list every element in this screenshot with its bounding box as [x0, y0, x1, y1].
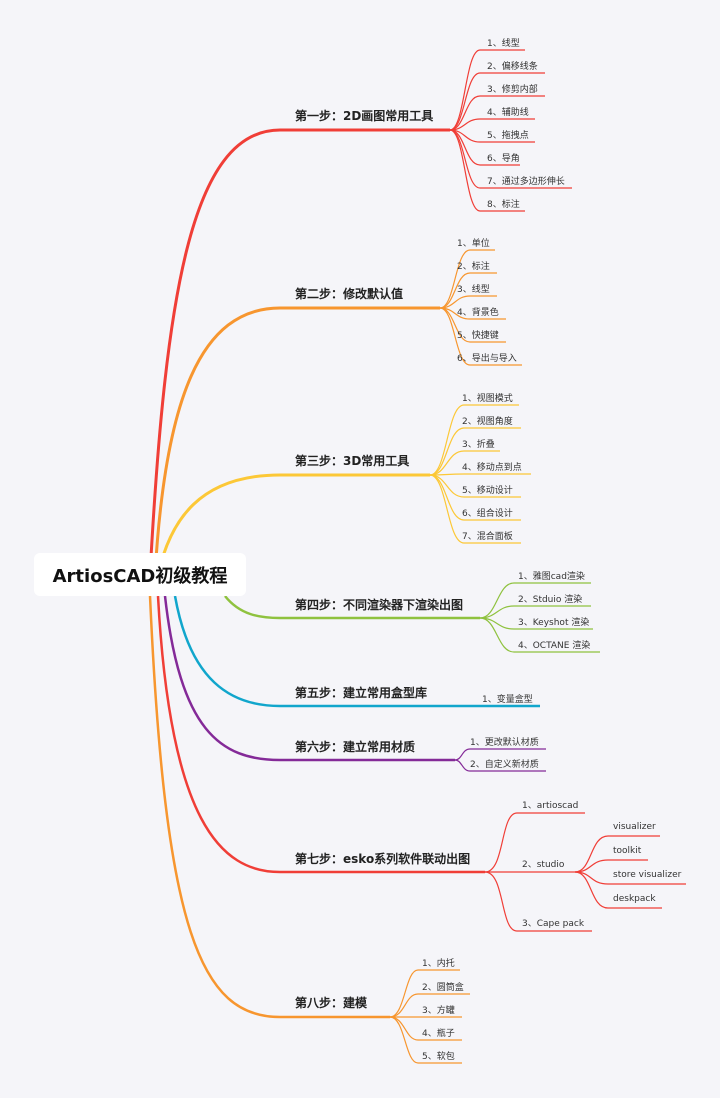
leaf-step8-2[interactable]: 2、圆筒盒	[422, 983, 464, 993]
leaf-step1-7[interactable]: 7、通过多边形伸长	[487, 177, 565, 187]
leaf-step8-3[interactable]: 3、方罐	[422, 1006, 455, 1016]
leaf-step2-2[interactable]: 2、标注	[457, 262, 490, 272]
leaf-studio-1[interactable]: visualizer	[613, 822, 656, 832]
leaf-step2-4[interactable]: 4、背景色	[457, 308, 499, 318]
topic-step-5[interactable]: 第五步：建立常用盒型库	[295, 686, 428, 700]
topic-step-2[interactable]: 第二步：修改默认值	[295, 287, 404, 301]
leaf-step6-2[interactable]: 2、自定义新材质	[470, 760, 539, 770]
topic-step-4[interactable]: 第四步：不同渲染器下渲染出图	[295, 598, 464, 612]
leaf-step4-2[interactable]: 2、Stduio 渲染	[518, 595, 583, 605]
leaf-step5-1[interactable]: 1、变量盒型	[482, 695, 533, 705]
leaf-studio-2[interactable]: toolkit	[613, 846, 642, 856]
leaf-step1-2[interactable]: 2、偏移线条	[487, 62, 538, 72]
leaf-step6-1[interactable]: 1、更改默认材质	[470, 738, 539, 748]
leaf-studio-4[interactable]: deskpack	[613, 894, 656, 904]
leaf-step4-3[interactable]: 3、Keyshot 渲染	[518, 618, 590, 628]
topic-step-3[interactable]: 第三步：3D常用工具	[295, 454, 410, 468]
topic-step-8[interactable]: 第八步：建模	[295, 996, 368, 1010]
leaf-step7-2[interactable]: 2、studio	[522, 860, 565, 870]
leaf-step7-3[interactable]: 3、Cape pack	[522, 919, 585, 929]
leaf-step1-4[interactable]: 4、辅助线	[487, 108, 529, 118]
leaf-step3-5[interactable]: 5、移动设计	[462, 486, 513, 496]
leaf-step3-1[interactable]: 1、视图模式	[462, 394, 513, 404]
leaf-step1-1[interactable]: 1、线型	[487, 39, 520, 49]
leaf-step3-7[interactable]: 7、混合面板	[462, 532, 513, 542]
leaf-step8-5[interactable]: 5、软包	[422, 1052, 455, 1062]
leaf-step4-4[interactable]: 4、OCTANE 渲染	[518, 641, 591, 651]
leaf-step1-3[interactable]: 3、修剪内部	[487, 85, 538, 95]
leaf-step7-1[interactable]: 1、artioscad	[522, 801, 579, 811]
leaf-step2-3[interactable]: 3、线型	[457, 285, 490, 295]
leaf-step1-8[interactable]: 8、标注	[487, 200, 520, 210]
root-title: ArtiosCAD初级教程	[52, 565, 228, 587]
leaf-step2-5[interactable]: 5、快捷键	[457, 331, 499, 341]
leaf-step3-2[interactable]: 2、视图角度	[462, 417, 513, 427]
leaf-step4-1[interactable]: 1、雅图cad渲染	[518, 572, 585, 582]
leaf-step1-5[interactable]: 5、拖拽点	[487, 131, 529, 141]
leaf-step2-1[interactable]: 1、单位	[457, 239, 490, 249]
leaf-step8-4[interactable]: 4、瓶子	[422, 1029, 455, 1039]
leaf-step8-1[interactable]: 1、内托	[422, 959, 455, 969]
topic-step-7[interactable]: 第七步：esko系列软件联动出图	[295, 852, 471, 866]
leaf-step1-6[interactable]: 6、导角	[487, 154, 520, 164]
topic-step-1[interactable]: 第一步：2D画图常用工具	[295, 109, 434, 123]
leaf-step3-6[interactable]: 6、组合设计	[462, 509, 513, 519]
topic-step-6[interactable]: 第六步：建立常用材质	[295, 740, 416, 754]
leaf-studio-3[interactable]: store visualizer	[613, 870, 682, 880]
leaf-step3-4[interactable]: 4、移动点到点	[462, 463, 522, 473]
leaf-step2-6[interactable]: 6、导出与导入	[457, 354, 517, 364]
root-topic[interactable]: ArtiosCAD初级教程	[34, 553, 246, 596]
leaf-step3-3[interactable]: 3、折叠	[462, 440, 495, 450]
